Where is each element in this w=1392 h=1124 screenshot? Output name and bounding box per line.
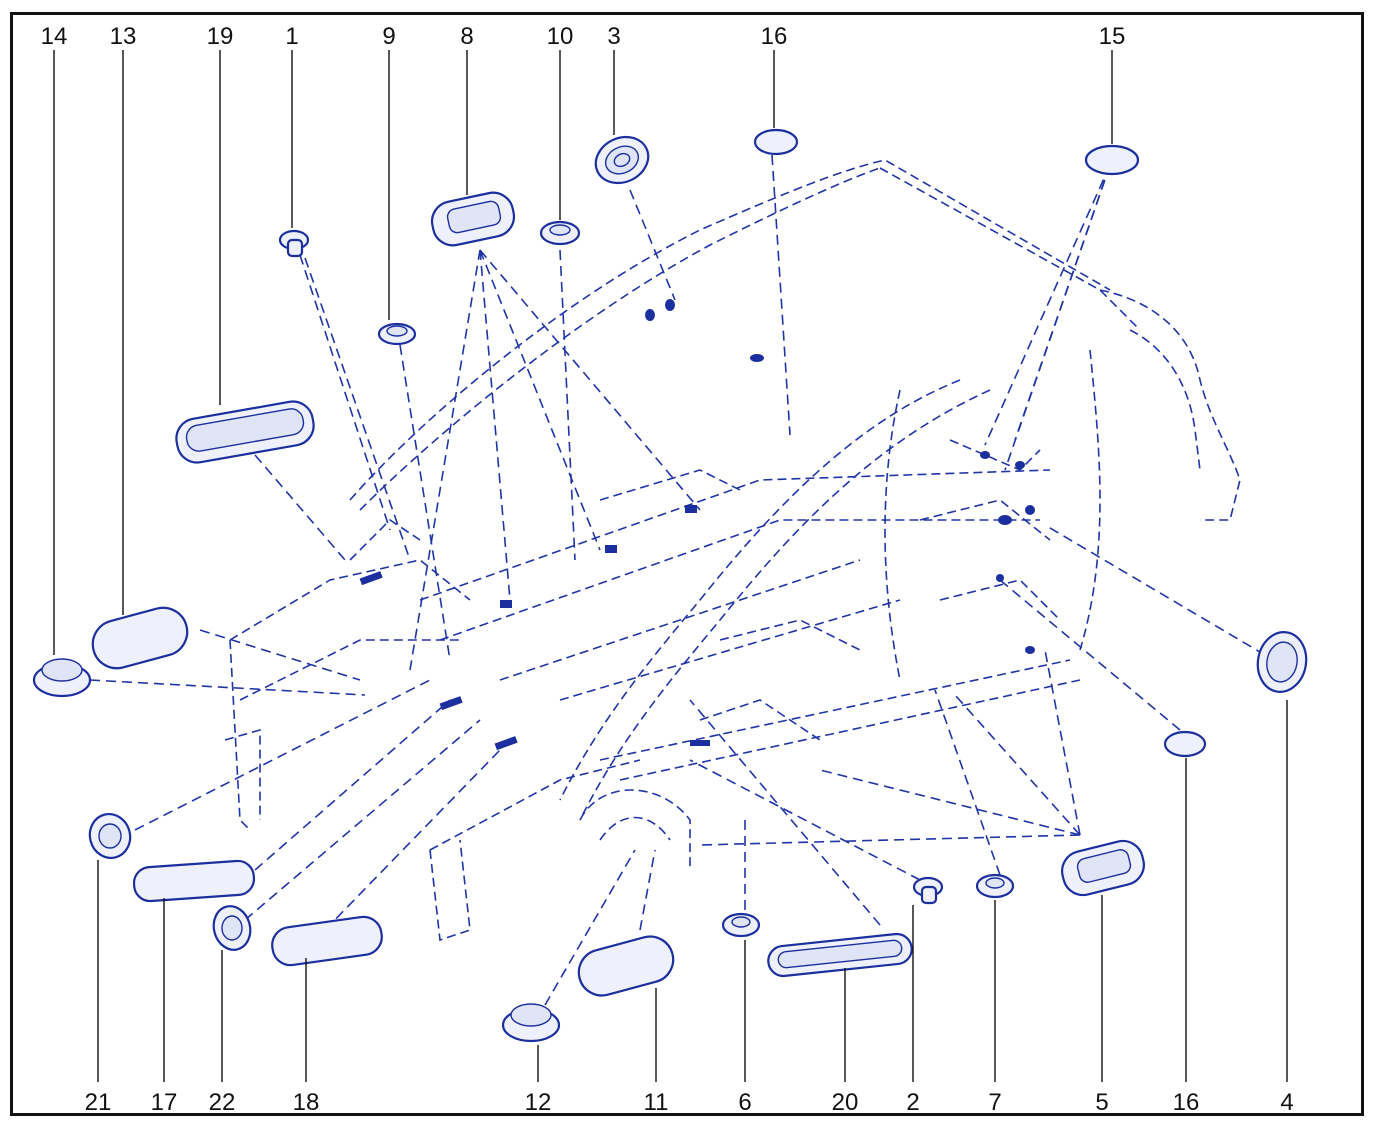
callout-label: 5 [1095, 1089, 1108, 1116]
callout-label: 21 [85, 1089, 112, 1116]
callout-label: 16 [761, 23, 788, 50]
callout-ticks [53, 50, 1288, 1082]
part-7-oval-plug [975, 873, 1015, 899]
callout-label: 4 [1280, 1089, 1293, 1116]
bottom-labels: 21 17 22 18 12 11 6 20 2 7 5 16 4 [85, 1089, 1294, 1116]
part-20-long-pad [767, 932, 913, 978]
callout-label: 17 [151, 1089, 178, 1116]
part-22-round-grommet [212, 905, 252, 951]
part-9-oval-plug [377, 322, 417, 346]
top-labels: 14 13 19 1 9 8 10 3 16 15 [41, 23, 1126, 50]
part-15-flat-disc [1084, 144, 1140, 176]
part-2-pin-plug [912, 876, 944, 905]
callout-label: 6 [738, 1089, 751, 1116]
part-21-round-grommet [88, 813, 132, 859]
callout-label: 9 [382, 23, 395, 50]
callout-label: 13 [110, 23, 137, 50]
hole-markers [359, 299, 1035, 751]
part-6-oval-plug [721, 912, 761, 938]
callout-label: 16 [1173, 1089, 1200, 1116]
callout-label: 2 [906, 1089, 919, 1116]
part-11-oval-pad [577, 935, 675, 997]
part-14-round-plug [32, 658, 92, 698]
callout-label: 19 [207, 23, 234, 50]
callout-label: 1 [285, 23, 298, 50]
part-19-long-pad [175, 400, 315, 464]
part-8-rect-grommet [430, 191, 516, 247]
part-12-round-plug [501, 1003, 561, 1043]
callout-label: 20 [832, 1089, 859, 1116]
part-18-oval-pad [271, 915, 383, 967]
diagram-frame [10, 12, 1364, 1116]
callout-label: 14 [41, 23, 68, 50]
part-4-round-grommet [1256, 631, 1308, 693]
callout-label: 8 [460, 23, 473, 50]
part-16-flat-disc-top [753, 128, 799, 156]
callout-label: 18 [293, 1089, 320, 1116]
part-17-oval-pad [132, 859, 256, 903]
part-10-oval-plug [539, 220, 581, 246]
part-3-round-grommet [594, 135, 650, 185]
callout-label: 11 [644, 1089, 669, 1116]
callout-label: 3 [607, 23, 620, 50]
callout-label: 10 [547, 23, 574, 50]
part-16-flat-disc-right [1163, 730, 1207, 758]
leader-lines [89, 154, 1266, 1006]
part-1-pin-plug [278, 229, 310, 258]
callout-label: 22 [209, 1089, 236, 1116]
callout-label: 7 [988, 1089, 1001, 1116]
callout-label: 12 [525, 1089, 552, 1116]
part-13-oval-pad [91, 606, 189, 670]
callout-label: 15 [1099, 23, 1126, 50]
part-5-rect-grommet [1061, 839, 1145, 897]
vehicle-body-outline [224, 159, 1241, 942]
